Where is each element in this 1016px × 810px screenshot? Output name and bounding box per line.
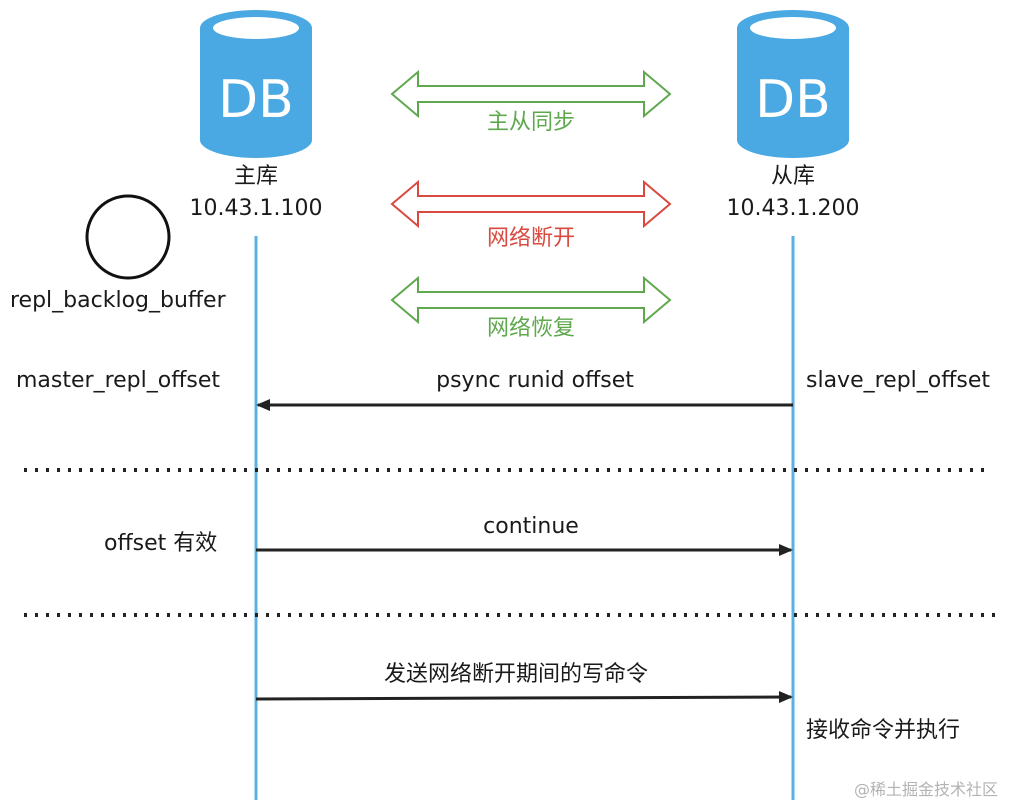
master-ip: 10.43.1.100 [189, 196, 323, 221]
recover-double-arrow [390, 275, 672, 325]
master-name: 主库 [233, 164, 279, 189]
send-writes-label: 发送网络断开期间的写命令 [383, 662, 649, 687]
master-offset-label: master_repl_offset [16, 368, 220, 393]
slave-offset-label: slave_repl_offset [806, 368, 991, 393]
slave-exec-label: 接收命令并执行 [806, 718, 961, 743]
slave-db-icon [737, 10, 849, 158]
slave-name: 从库 [770, 164, 816, 189]
slave-db-label: DB [755, 70, 831, 130]
psync-label: psync runid offset [436, 368, 634, 393]
recover-label: 网络恢复 [486, 316, 576, 341]
offset-valid-label: offset 有效 [104, 531, 218, 556]
watermark: @稀土掘金技术社区 [853, 780, 998, 799]
disconnect-label: 网络断开 [486, 226, 576, 251]
master-db-label: DB [218, 70, 294, 130]
sync-label: 主从同步 [486, 110, 576, 135]
backlog-buffer-circle [85, 194, 171, 280]
disconnect-double-arrow [390, 179, 672, 229]
send-writes-arrow [255, 691, 793, 704]
backlog-buffer-label: repl_backlog_buffer [10, 288, 226, 313]
slave-ip: 10.43.1.200 [726, 196, 860, 221]
master-db-icon [200, 10, 312, 158]
continue-label: continue [483, 514, 579, 539]
sync-double-arrow [390, 69, 672, 119]
